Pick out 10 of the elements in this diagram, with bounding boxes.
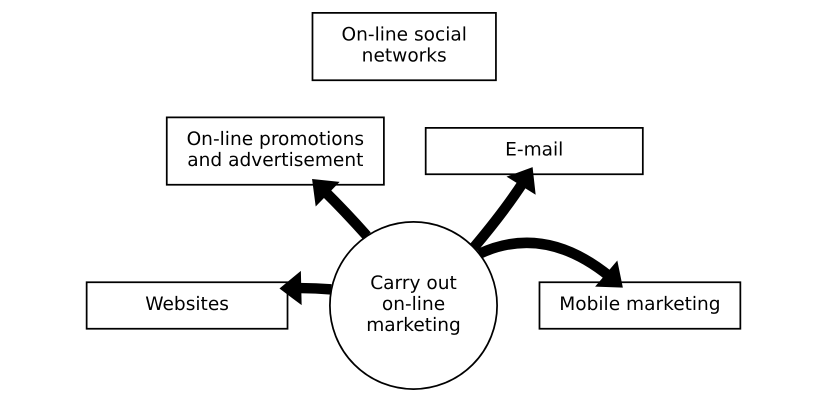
node-box: Websites [86, 281, 288, 330]
arrow [477, 238, 623, 288]
arrow [470, 167, 536, 251]
node-box: On-line social networks [312, 12, 497, 82]
arrow [279, 270, 332, 306]
node-circle: Carry out on-line marketing [329, 221, 498, 390]
node-box: Mobile marketing [538, 281, 742, 330]
node-box: On-line promotions and advertisement [166, 116, 385, 186]
node-box: E-mail [424, 126, 644, 176]
arrow [312, 178, 371, 240]
